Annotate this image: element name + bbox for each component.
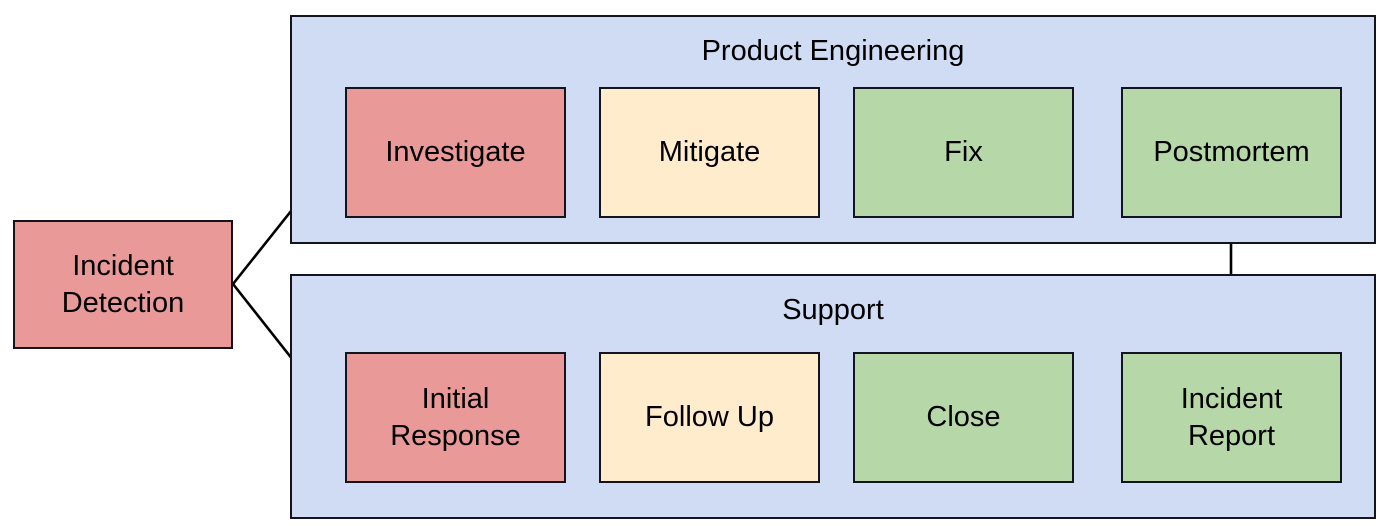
node-mitigate[interactable]: Mitigate — [599, 87, 820, 218]
node-initial-response[interactable]: Initial Response — [345, 352, 566, 483]
node-incident-detection[interactable]: Incident Detection — [13, 220, 233, 349]
node-close[interactable]: Close — [853, 352, 1074, 483]
group-title-support: Support — [782, 294, 884, 326]
node-investigate[interactable]: Investigate — [345, 87, 566, 218]
node-fix[interactable]: Fix — [853, 87, 1074, 218]
node-incident-report[interactable]: Incident Report — [1121, 352, 1342, 483]
node-follow-up[interactable]: Follow Up — [599, 352, 820, 483]
group-title-product-engineering: Product Engineering — [701, 35, 965, 67]
node-postmortem[interactable]: Postmortem — [1121, 87, 1342, 218]
